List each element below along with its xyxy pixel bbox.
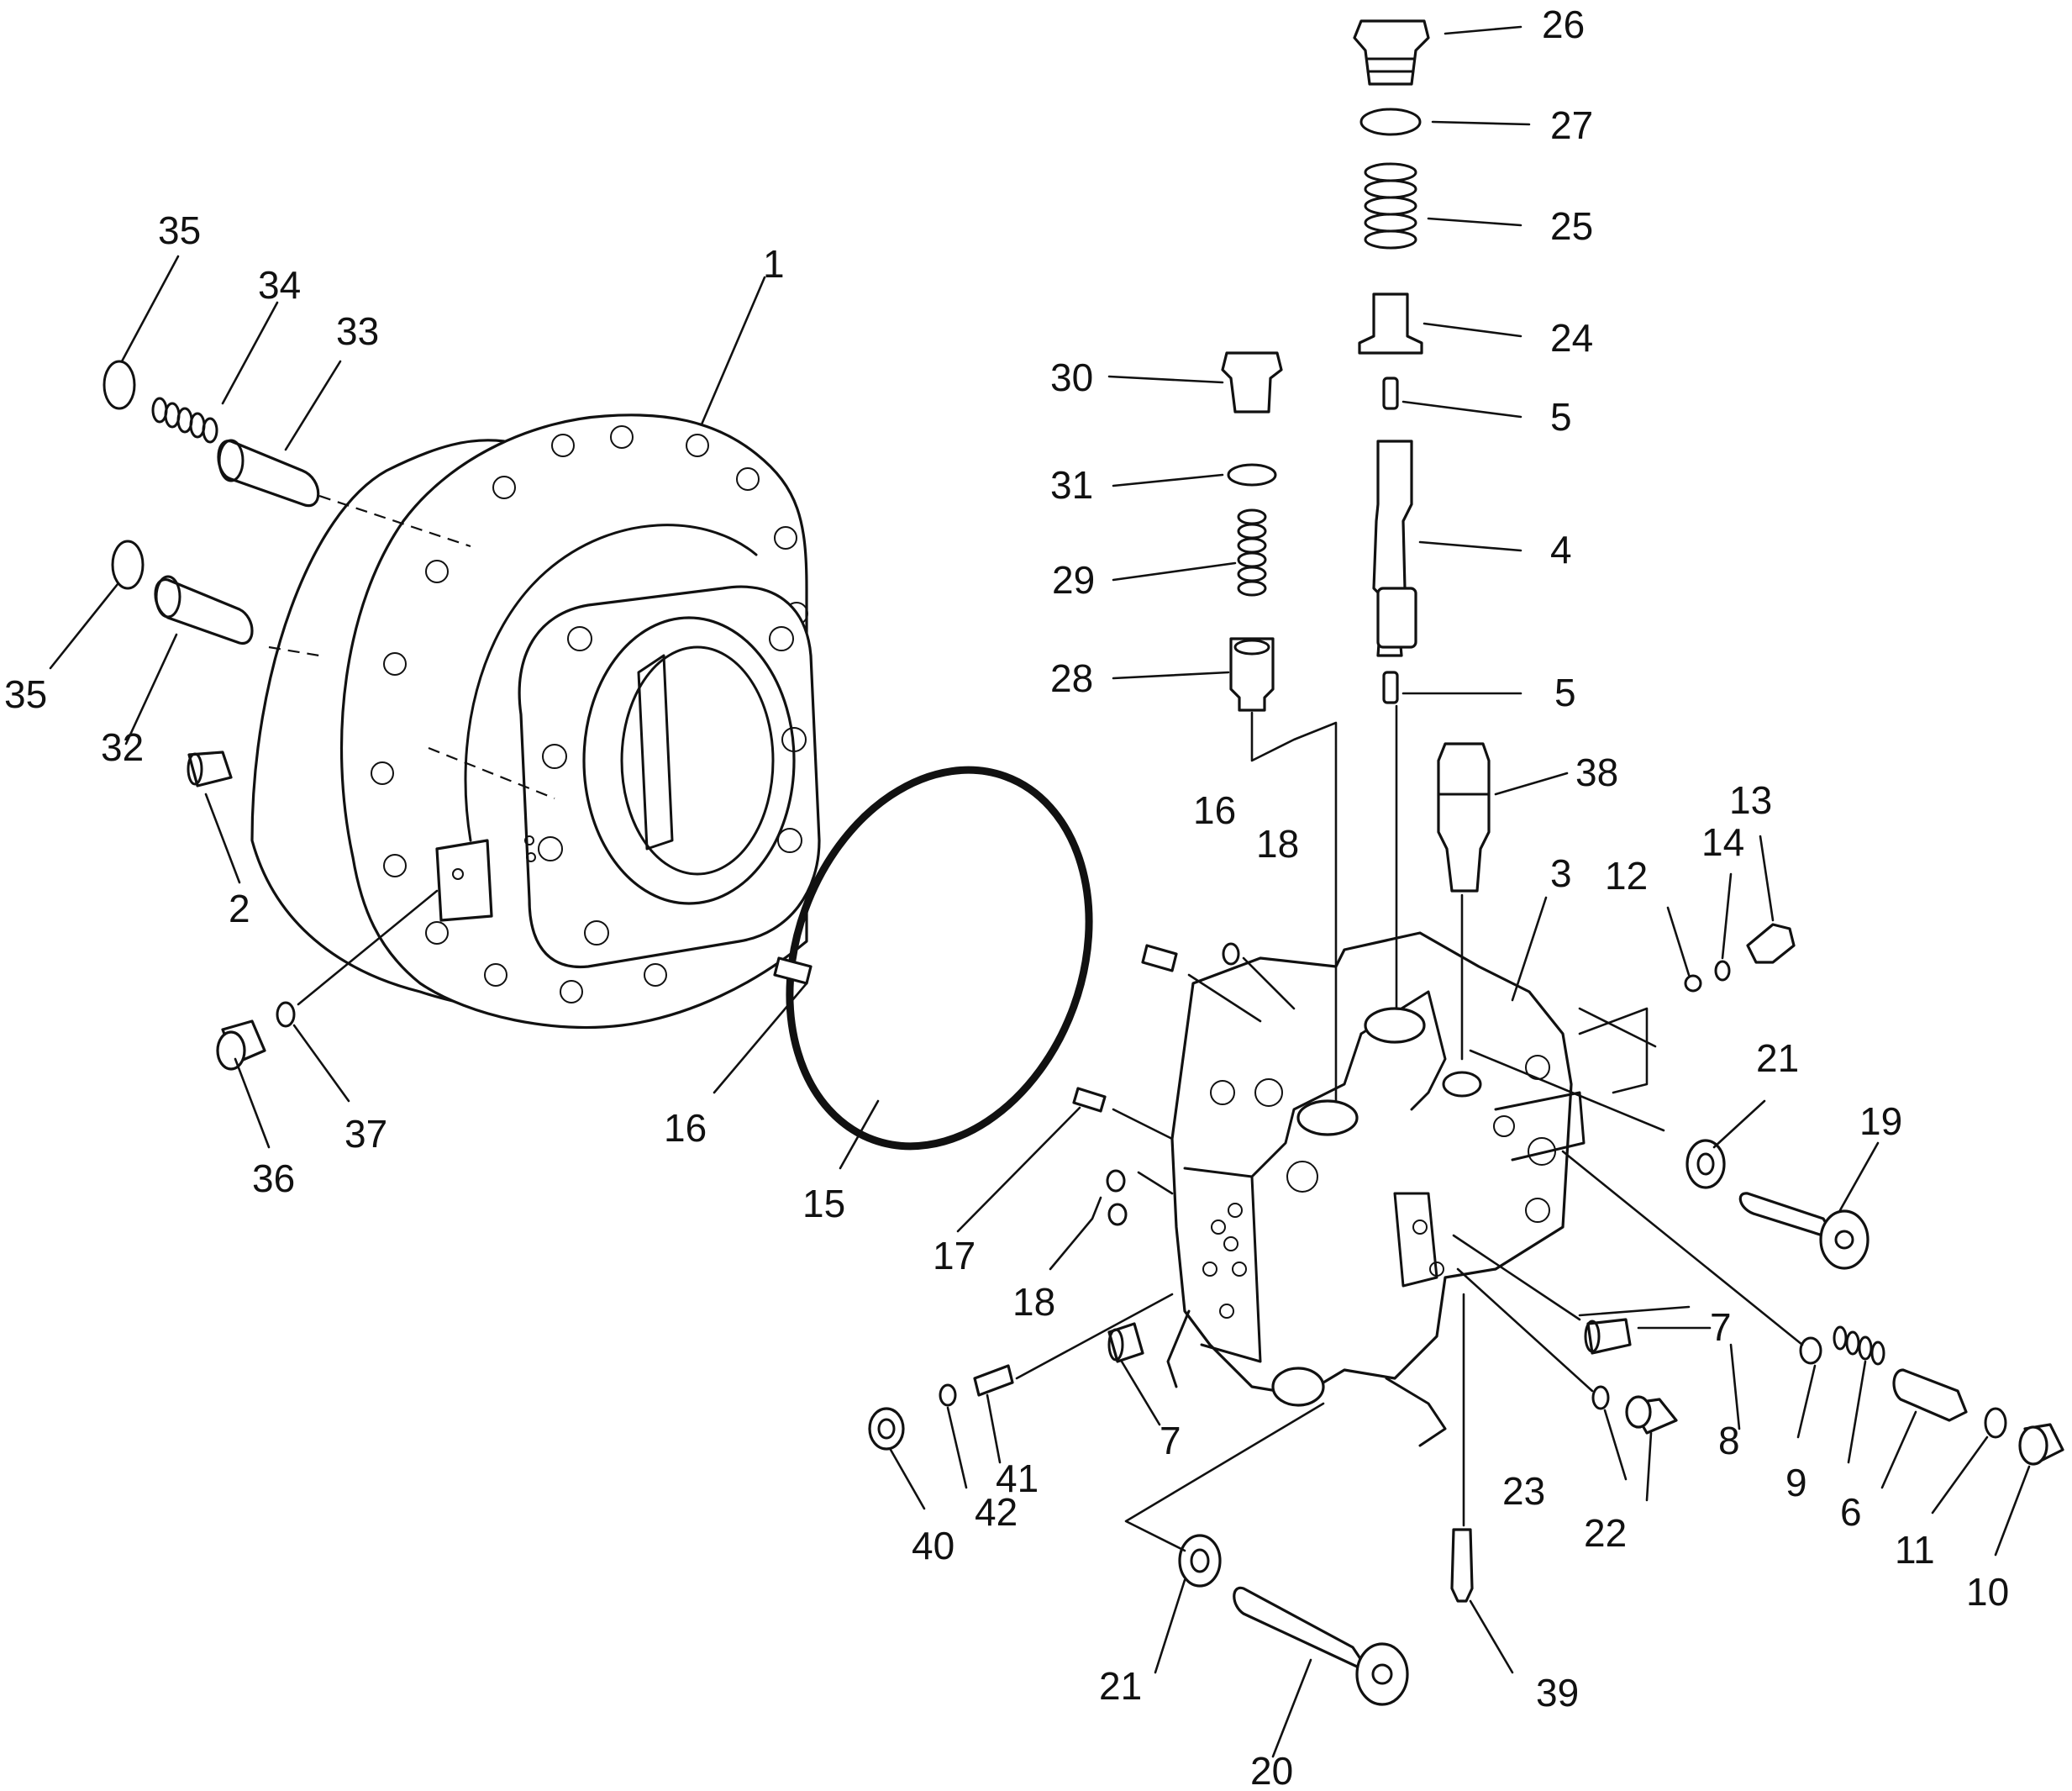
callout-7-b: 7 — [1160, 1419, 1181, 1462]
valve-body — [1166, 931, 1586, 1447]
callout-40: 40 — [912, 1524, 954, 1567]
callout-18-b: 18 — [1012, 1280, 1055, 1324]
callout-7-a: 7 — [1710, 1305, 1732, 1349]
o-ring-15 — [786, 766, 1093, 1151]
callout-33: 33 — [336, 309, 379, 353]
callout-41: 41 — [996, 1457, 1039, 1500]
callout-10: 10 — [1966, 1570, 2009, 1614]
callout-9: 9 — [1785, 1461, 1807, 1504]
callout-14: 14 — [1701, 820, 1744, 864]
callout-39: 39 — [1536, 1671, 1579, 1715]
callout-25: 25 — [1550, 204, 1593, 248]
callout-3: 3 — [1550, 851, 1572, 895]
callout-6: 6 — [1840, 1490, 1862, 1534]
callout-19: 19 — [1859, 1099, 1902, 1143]
callout-31: 31 — [1050, 463, 1093, 507]
callout-27: 27 — [1550, 103, 1593, 147]
callout-42: 42 — [975, 1490, 1018, 1534]
callout-17: 17 — [933, 1234, 976, 1277]
callout-20: 20 — [1250, 1749, 1293, 1791]
callout-5-a: 5 — [1550, 395, 1572, 439]
valve-stack — [1221, 19, 1491, 1603]
callout-13: 13 — [1729, 778, 1772, 822]
callout-32: 32 — [101, 725, 144, 769]
callout-12: 12 — [1605, 854, 1648, 898]
motor-housing — [250, 414, 821, 1030]
callout-37: 37 — [344, 1112, 387, 1156]
callout-4: 4 — [1550, 528, 1572, 572]
leader-lines — [49, 25, 2031, 1758]
callout-35-a: 35 — [158, 208, 201, 252]
callout-15: 15 — [802, 1182, 845, 1225]
callout-2: 2 — [229, 887, 250, 930]
callout-36: 36 — [252, 1156, 295, 1200]
callout-28: 28 — [1050, 656, 1093, 700]
callout-29: 29 — [1052, 558, 1095, 602]
callout-5-b: 5 — [1554, 671, 1576, 714]
callout-18-a: 18 — [1256, 822, 1299, 866]
callout-30: 30 — [1050, 356, 1093, 399]
callout-16-b: 16 — [664, 1106, 707, 1150]
callout-21-a: 21 — [1756, 1036, 1799, 1080]
right-small-parts — [868, 923, 2064, 1706]
callout-21-b: 21 — [1099, 1664, 1142, 1708]
callout-1: 1 — [763, 242, 785, 286]
callout-35-b: 35 — [4, 672, 47, 716]
callout-23: 23 — [1502, 1469, 1545, 1513]
callout-16-a: 16 — [1193, 788, 1236, 832]
callout-38: 38 — [1575, 751, 1618, 794]
callout-22: 22 — [1584, 1511, 1627, 1555]
callout-11: 11 — [1895, 1528, 1935, 1572]
callout-24: 24 — [1550, 316, 1593, 360]
callout-labels: 1 2 3 4 5 5 6 7 7 8 9 10 11 12 13 14 15 … — [4, 3, 2009, 1791]
left-small-parts — [103, 360, 812, 1071]
callout-8: 8 — [1718, 1419, 1740, 1462]
callout-34: 34 — [258, 263, 301, 307]
callout-26: 26 — [1542, 3, 1585, 46]
